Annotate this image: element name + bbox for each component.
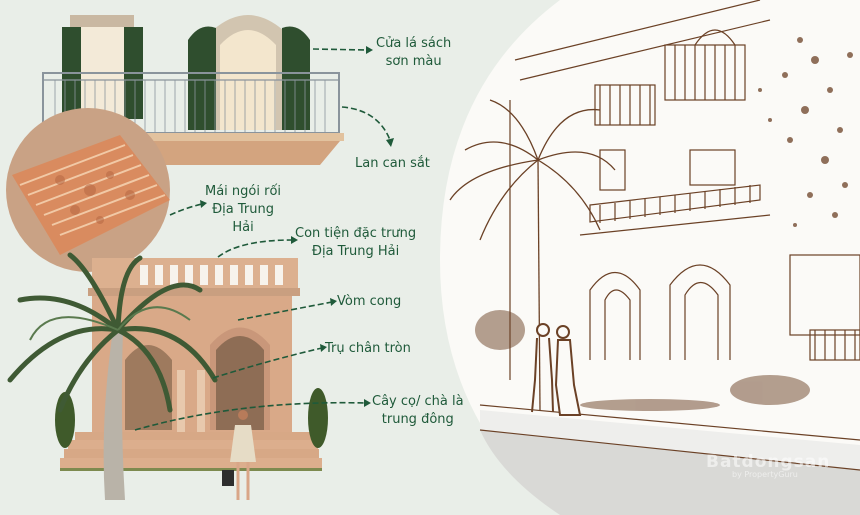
- label-roof-tiles-line2: Địa Trung: [212, 202, 274, 217]
- label-railing-line1: Lan can sắt: [355, 156, 430, 171]
- watermark-sub: by PropertyGuru: [732, 470, 798, 479]
- label-balusters-line2: Địa Trung Hải: [311, 244, 400, 259]
- balcony-illustration: [42, 15, 344, 165]
- label-palm-line1: Cây cọ/ chà là: [372, 394, 464, 409]
- label-roof-tiles: Mái ngói rối Địa Trung Hải: [205, 183, 281, 237]
- label-palm: Cây cọ/ chà là trung đông: [372, 393, 464, 429]
- label-railing: Lan can sắt: [355, 155, 430, 173]
- label-columns: Trụ chân tròn: [325, 340, 411, 358]
- label-roof-tiles-line1: Mái ngói rối: [205, 184, 282, 199]
- label-columns-line1: Trụ chân tròn: [325, 341, 411, 356]
- label-balusters-line1: Con tiện đặc trưng: [295, 226, 417, 241]
- leader-arrows: [134, 48, 391, 431]
- label-arch-line1: Vòm cong: [337, 294, 402, 309]
- label-shutters: Cửa lá sách sơn màu: [376, 35, 451, 71]
- roof-tile-circle: [6, 108, 170, 272]
- label-shutters-line1: Cửa lá sách: [376, 36, 452, 51]
- watermark-brand: Batdongsan: [706, 452, 831, 472]
- sketch-panel: [440, 0, 860, 515]
- watermark: Batdongsan by PropertyGuru: [706, 452, 830, 479]
- label-balusters: Con tiện đặc trưng Địa Trung Hải: [295, 225, 416, 261]
- label-arch: Vòm cong: [337, 293, 401, 311]
- label-shutters-line2: sơn màu: [385, 54, 442, 69]
- label-roof-tiles-line3: Hải: [232, 220, 254, 235]
- label-palm-line2: trung đông: [381, 412, 454, 427]
- villa-facade: [7, 252, 328, 500]
